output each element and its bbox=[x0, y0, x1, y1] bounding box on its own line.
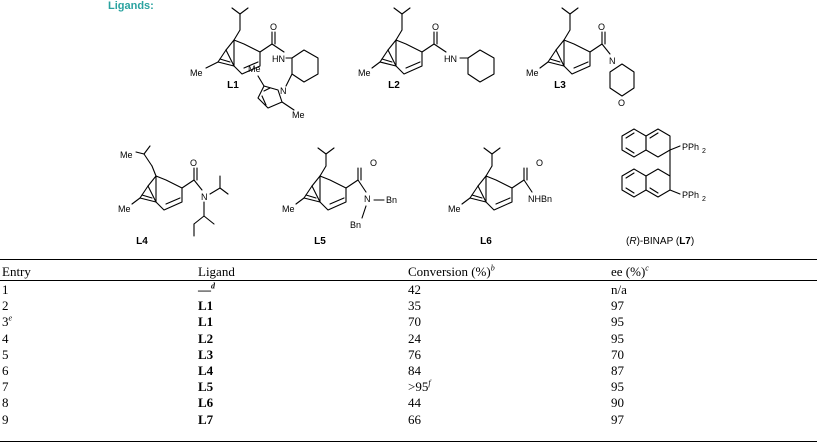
svg-text:O: O bbox=[370, 158, 377, 168]
svg-text:Me: Me bbox=[190, 68, 203, 78]
header-conversion: Conversion (%)b bbox=[408, 263, 495, 279]
svg-text:2: 2 bbox=[702, 196, 706, 203]
results-table: Entry Ligand Conversion (%)b ee (%)c 1 —… bbox=[0, 262, 817, 428]
svg-text:N: N bbox=[364, 194, 371, 204]
amide bbox=[259, 31, 285, 53]
table-row: 8 L6 44 90 bbox=[2, 395, 624, 411]
structure-l6: Me O NHBn bbox=[448, 147, 552, 214]
svg-text:N: N bbox=[201, 192, 208, 202]
ligand-label-l7: (R)-BINAP (L7) bbox=[626, 236, 695, 247]
svg-text:NHBn: NHBn bbox=[528, 194, 552, 204]
svg-text:PPh: PPh bbox=[682, 142, 699, 152]
svg-text:Bn: Bn bbox=[350, 220, 361, 230]
table-row: 9 L7 66 97 bbox=[2, 411, 624, 427]
isopropyl-group bbox=[231, 7, 249, 31]
svg-text:O: O bbox=[432, 22, 439, 32]
svg-text:Me: Me bbox=[120, 150, 133, 160]
svg-text:Me: Me bbox=[526, 68, 539, 78]
svg-text:O: O bbox=[270, 22, 277, 32]
structure-l1: Me O HN N Me Me bbox=[190, 7, 319, 120]
svg-text:O: O bbox=[598, 22, 605, 32]
svg-text:Me: Me bbox=[358, 68, 371, 78]
header-ee: ee (%)c bbox=[611, 263, 649, 279]
structure-l7: PPh 2 PPh 2 bbox=[621, 128, 706, 203]
svg-text:HN: HN bbox=[272, 54, 285, 64]
svg-text:Me: Me bbox=[292, 110, 305, 120]
table-row: 7 L5 >95f 95 bbox=[2, 378, 624, 395]
structure-l5: Me O N Bn Bn bbox=[282, 147, 397, 230]
ligand-label-l4: L4 bbox=[136, 236, 148, 247]
svg-text:HN: HN bbox=[444, 54, 457, 64]
table-row: 1 —d 42 n/a bbox=[2, 281, 627, 298]
table-header-rule bbox=[0, 280, 817, 281]
svg-text:O: O bbox=[536, 158, 543, 168]
table-top-rule bbox=[0, 259, 817, 260]
table-row: 3e L1 70 95 bbox=[2, 314, 624, 330]
svg-text:Me: Me bbox=[282, 204, 295, 214]
table-header-row: Entry Ligand Conversion (%)b ee (%)c bbox=[0, 262, 817, 282]
morpholine-ring bbox=[609, 63, 635, 97]
ligands-heading: Ligands: bbox=[108, 0, 154, 12]
ligand-label-l5: L5 bbox=[314, 236, 326, 247]
structure-l4: Me Me O N bbox=[118, 145, 229, 237]
header-ligand: Ligand bbox=[198, 264, 235, 279]
svg-text:Me: Me bbox=[118, 204, 131, 214]
ligand-label-l2: L2 bbox=[388, 80, 400, 91]
table-row: 6 L4 84 87 bbox=[2, 363, 624, 379]
header-entry: Entry bbox=[2, 264, 31, 279]
ligand-label-l3: L3 bbox=[554, 80, 566, 91]
svg-text:Me: Me bbox=[448, 204, 461, 214]
svg-text:Me: Me bbox=[248, 64, 261, 74]
svg-text:N: N bbox=[280, 86, 287, 96]
structure-l3: Me O N O bbox=[526, 7, 635, 108]
pyrrole-ring bbox=[257, 85, 283, 109]
svg-text:PPh: PPh bbox=[682, 190, 699, 200]
table-row: 5 L3 76 70 bbox=[2, 346, 624, 362]
table-row: 2 L1 35 97 bbox=[2, 298, 624, 314]
table-row: 4 L2 24 95 bbox=[2, 330, 624, 346]
svg-text:Bn: Bn bbox=[386, 195, 397, 205]
svg-text:O: O bbox=[618, 98, 625, 108]
ligand-label-l1: L1 bbox=[227, 80, 239, 91]
svg-text:O: O bbox=[190, 158, 197, 168]
cyclohexane-ring bbox=[291, 49, 319, 83]
ligand-label-l6: L6 bbox=[480, 236, 492, 247]
table-bottom-rule bbox=[0, 441, 817, 442]
svg-text:N: N bbox=[609, 56, 616, 66]
bicyclic-core bbox=[205, 29, 261, 75]
svg-text:2: 2 bbox=[702, 148, 706, 155]
structure-l2: Me O HN bbox=[358, 7, 495, 83]
